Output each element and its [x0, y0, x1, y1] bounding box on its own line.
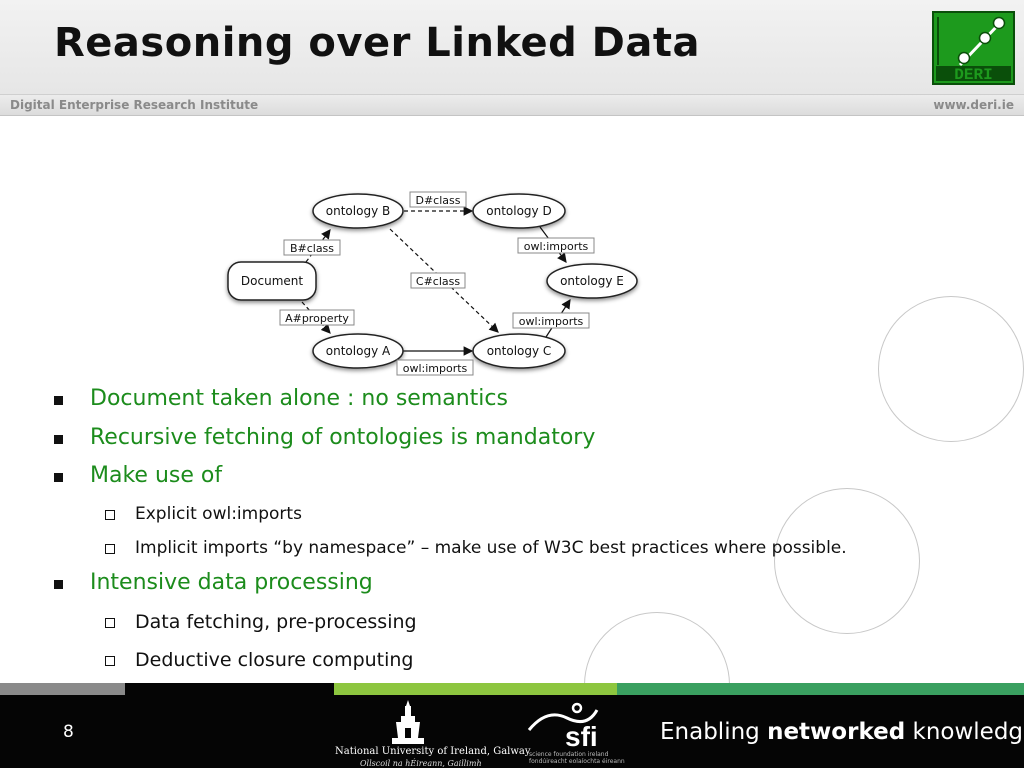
node-ontology-b: ontology B	[312, 193, 404, 229]
institute-name: Digital Enterprise Research Institute	[10, 98, 259, 112]
bullet-item: Recursive fetching of ontologies is mand…	[90, 425, 596, 450]
node-ontology-b-label: ontology B	[326, 204, 390, 218]
deri-logo-icon: DERI	[932, 11, 1015, 85]
footer-stripe-gray	[0, 683, 125, 695]
slide-header	[0, 0, 1024, 94]
edge-label-c-class: C#class	[410, 272, 466, 289]
node-ontology-a-label: ontology A	[326, 344, 391, 358]
svg-text:owl:imports: owl:imports	[403, 362, 468, 375]
sub-bullet-item: Explicit owl:imports	[135, 504, 302, 524]
node-ontology-c-label: ontology C	[487, 344, 552, 358]
tagline-post: knowledge.	[912, 719, 1024, 745]
edge-label-d-class: D#class	[409, 191, 467, 208]
sfi-logo-icon: sfi	[527, 702, 599, 750]
sub-bullet-square-icon	[105, 656, 115, 666]
bullet-item: Intensive data processing	[90, 570, 373, 595]
website-link[interactable]: www.deri.ie	[933, 98, 1014, 112]
sub-bullet-square-icon	[105, 618, 115, 628]
footer-stripe-teal	[617, 683, 1024, 695]
university-name: National University of Ireland, Galway	[335, 746, 531, 757]
slide-footer	[0, 695, 1024, 768]
sfi-subtitle-en: science foundation ireland	[529, 751, 609, 758]
node-document-label: Document	[241, 274, 303, 288]
ontology-diagram: ontology B ontology D Document ontology …	[227, 191, 638, 376]
footer-stripe-black	[125, 683, 334, 695]
bullet-square-icon	[54, 473, 63, 482]
svg-text:A#property: A#property	[285, 312, 349, 325]
svg-text:owl:imports: owl:imports	[519, 315, 584, 328]
edge-label-owl-imports-de: owl:imports	[517, 237, 595, 254]
svg-text:owl:imports: owl:imports	[524, 240, 589, 253]
university-irish-name: Ollscoil na hÉireann, Gaillimh	[360, 759, 482, 768]
node-document: Document	[227, 261, 317, 301]
bullet-item: Make use of	[90, 463, 223, 488]
node-ontology-d-label: ontology D	[486, 204, 551, 218]
footer-tagline: Enabling networked knowledge.	[660, 719, 1024, 745]
bullet-square-icon	[54, 580, 63, 589]
edge-b-to-c	[389, 228, 499, 333]
node-ontology-d: ontology D	[472, 193, 566, 229]
subtitle-bar: Digital Enterprise Research Institute ww…	[0, 94, 1024, 116]
sub-bullet-item: Implicit imports “by namespace” – make u…	[135, 538, 847, 558]
edge-label-a-property: A#property	[279, 309, 355, 326]
bullet-square-icon	[54, 396, 63, 405]
page-number: 8	[63, 722, 74, 742]
decorative-circle-2	[774, 488, 920, 634]
svg-text:B#class: B#class	[290, 242, 334, 255]
footer-stripe-lime	[334, 683, 617, 695]
svg-text:D#class: D#class	[416, 194, 461, 207]
sfi-subtitle: science foundation ireland fondúireacht …	[529, 751, 625, 765]
tagline-bold: networked	[767, 719, 906, 745]
bullet-square-icon	[54, 435, 63, 444]
university-crest-icon	[392, 700, 424, 744]
bullet-item: Document taken alone : no semantics	[90, 386, 508, 411]
node-ontology-c: ontology C	[472, 333, 566, 369]
node-ontology-e-label: ontology E	[560, 274, 624, 288]
deri-logo-text: DERI	[954, 66, 992, 83]
node-ontology-e: ontology E	[546, 263, 638, 299]
sub-bullet-square-icon	[105, 544, 115, 554]
edge-label-owl-imports-ce: owl:imports	[512, 312, 590, 329]
svg-text:C#class: C#class	[416, 275, 460, 288]
edge-label-owl-imports-ac: owl:imports	[396, 359, 474, 376]
sub-bullet-square-icon	[105, 510, 115, 520]
node-ontology-a: ontology A	[312, 333, 404, 369]
sfi-logo-text: sfi	[565, 721, 598, 750]
sub-bullet-item: Data fetching, pre-processing	[135, 611, 417, 633]
slide-title: Reasoning over Linked Data	[54, 20, 700, 66]
edge-label-b-class: B#class	[283, 239, 341, 256]
sfi-subtitle-ga: fondúireacht eolaíochta éireann	[529, 758, 625, 765]
sub-bullet-item: Deductive closure computing	[135, 649, 414, 671]
tagline-pre: Enabling	[660, 719, 768, 745]
